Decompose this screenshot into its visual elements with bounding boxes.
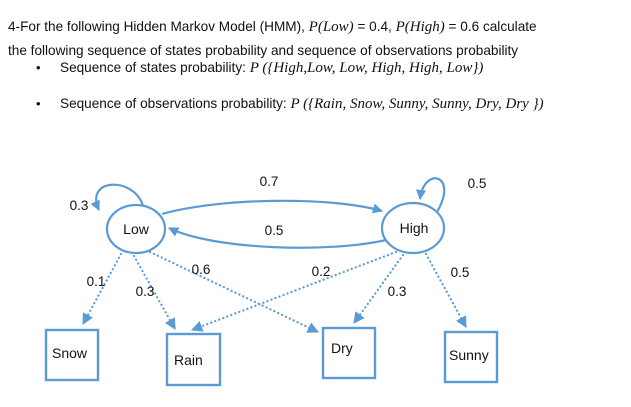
- observation-label-rain: Rain: [174, 352, 203, 368]
- p-high-formula: P(High): [395, 19, 445, 35]
- observation-label-snow: Snow: [52, 345, 88, 361]
- emission-high-rain-label: 0.2: [312, 264, 331, 279]
- self-loop-high-arrow: [416, 177, 446, 213]
- problem-statement-line2: the following sequence of states probabi…: [8, 43, 519, 58]
- state-label-high: High: [400, 220, 429, 236]
- bullet-observations-probability: • Sequence of observations probability: P…: [36, 94, 544, 114]
- emission-high-sunny-label: 0.5: [451, 265, 470, 280]
- bullet-label: Sequence of observations probability:: [60, 96, 291, 111]
- emission-low-rain-label: 0.3: [136, 284, 155, 299]
- emission-high-to-sunny-arrow: [424, 252, 468, 329]
- problem-statement-line1: 4-For the following Hidden Markov Model …: [8, 17, 537, 37]
- emission-low-snow-label: 0.1: [87, 274, 106, 289]
- bullet-states-probability: • Sequence of states probability: P ({Hig…: [36, 58, 483, 78]
- transition-low-high-label: 0.7: [260, 174, 279, 189]
- observation-box-sunny: [443, 330, 499, 384]
- states-sequence-formula: P ({High,Low, Low, High, High, Low}): [249, 60, 484, 76]
- observation-box-dry: [321, 326, 377, 380]
- statement-text: = 0.4,: [353, 19, 396, 34]
- observation-label-dry: Dry: [331, 340, 353, 356]
- emission-high-to-dry-arrow: [352, 253, 405, 325]
- state-label-low: Low: [123, 221, 150, 237]
- state-node-high: [380, 201, 446, 255]
- emission-high-to-rain-arrow: [190, 250, 398, 332]
- emission-low-to-rain-arrow: [132, 254, 177, 331]
- bullet-icon: •: [36, 60, 41, 75]
- observation-label-sunny: Sunny: [449, 347, 489, 363]
- observation-box-snow: [44, 328, 100, 382]
- transition-high-low-label: 0.5: [265, 223, 284, 238]
- bullet-label: Sequence of states probability:: [60, 60, 250, 75]
- statement-text: = 0.6 calculate: [444, 19, 537, 34]
- self-loop-low-label: 0.3: [70, 198, 89, 213]
- observations-sequence-formula: P ({Rain, Snow, Sunny, Sunny, Dry, Dry }…: [290, 96, 544, 112]
- p-low-formula: P(Low): [308, 19, 354, 35]
- bullet-icon: •: [36, 96, 41, 111]
- emission-high-dry-label: 0.3: [388, 284, 407, 299]
- emission-low-to-dry-arrow: [148, 250, 320, 334]
- statement-text: 4-For the following Hidden Markov Model …: [8, 19, 309, 34]
- observation-box-rain: [165, 332, 222, 387]
- emission-low-dry-label: 0.6: [192, 262, 211, 277]
- self-loop-low-arrow: [90, 183, 145, 211]
- state-node-low: [105, 203, 167, 255]
- emission-low-to-snow-arrow: [81, 252, 123, 326]
- self-loop-high-label: 0.5: [468, 176, 487, 191]
- transition-high-to-low-arrow: [168, 227, 387, 249]
- transition-low-to-high-arrow: [161, 199, 383, 216]
